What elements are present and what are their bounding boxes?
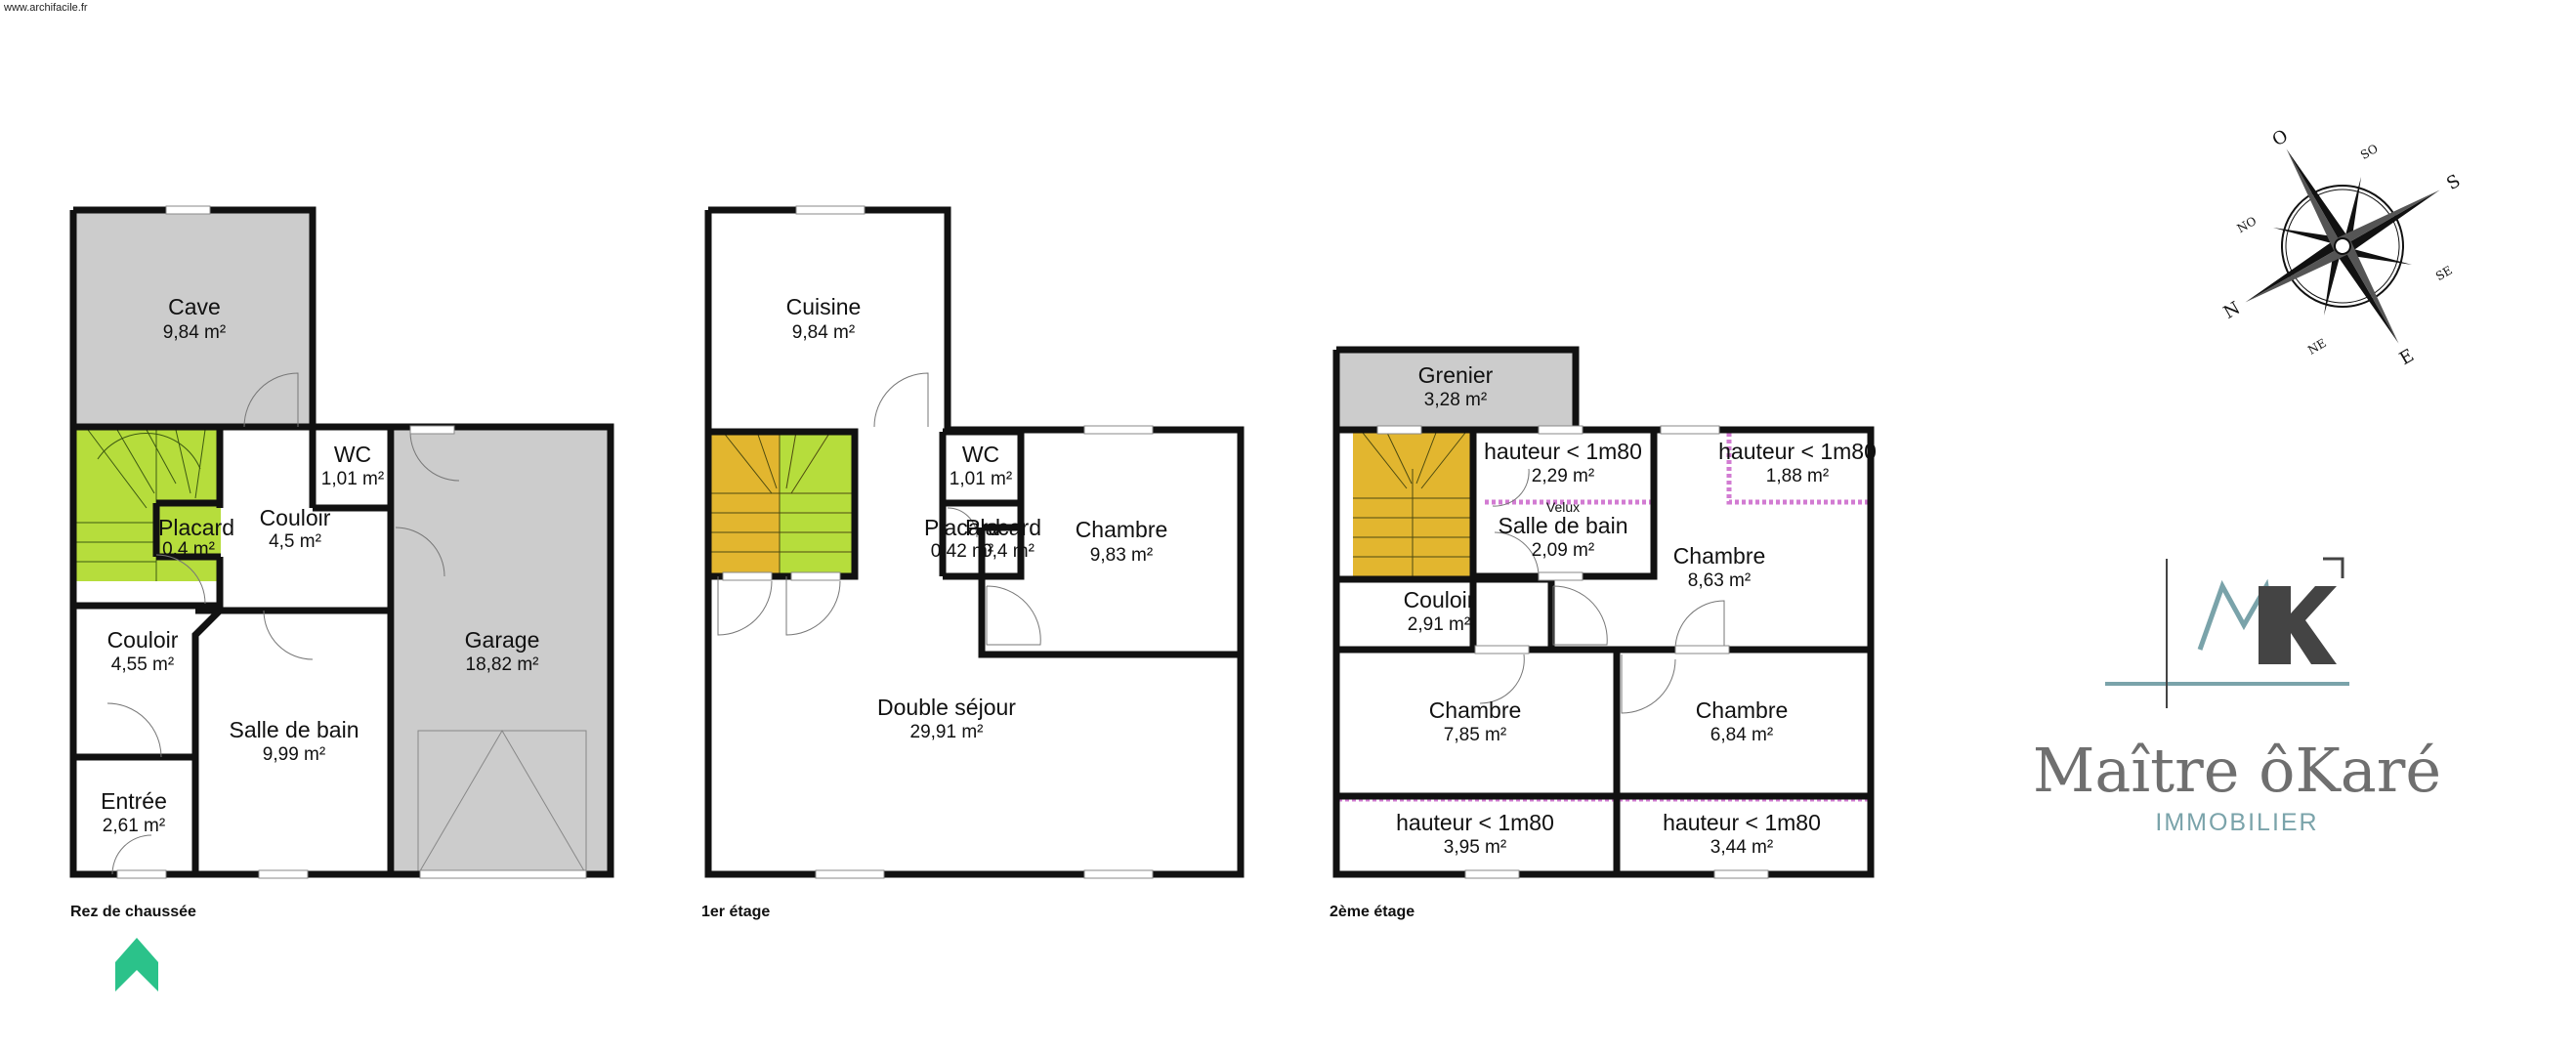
windows-ground — [116, 205, 587, 879]
staircase-second — [1353, 432, 1473, 579]
room-name: hauteur < 1m80 — [1484, 439, 1642, 464]
level-ground-floor: Cave 9,84 m² WC 1,01 m² Placard 0,4 m² C… — [69, 205, 614, 879]
room-area: 9,83 m² — [1090, 545, 1153, 566]
level-label-second: 2ème étage — [1330, 904, 1415, 920]
room-area: 3,44 m² — [1710, 837, 1773, 858]
room-name: Placard — [924, 515, 1000, 540]
room-fill-grenier — [1336, 350, 1576, 430]
level-label-ground: Rez de chaussée — [70, 904, 196, 920]
room-name: hauteur < 1m80 — [1718, 439, 1877, 464]
room-name: hauteur < 1m80 — [1663, 810, 1821, 835]
windows-second — [1376, 425, 1769, 879]
room-area: 1,88 m² — [1766, 466, 1829, 486]
room-area: 8,63 m² — [1688, 570, 1751, 591]
room-name: Garage — [465, 627, 540, 653]
room-fill-cave — [73, 210, 313, 427]
compass-sw: SE — [2433, 264, 2455, 284]
windows-first — [722, 205, 1154, 879]
room-name: Couloir — [107, 627, 179, 653]
room-area: 29,91 m² — [910, 722, 984, 742]
room-name: Chambre — [1076, 517, 1168, 542]
room-name: Couloir — [260, 505, 331, 530]
room-labels-first: Cuisine 9,84 m² WC 1,01 m² Placard 0,42 … — [786, 294, 1168, 742]
room-area: 4,5 m² — [269, 531, 321, 552]
compass-e: S — [2443, 171, 2464, 194]
velux-note: Velux — [1546, 499, 1580, 515]
north-arrow-icon — [115, 938, 158, 992]
walls-first — [704, 206, 1245, 878]
doors-second — [1479, 468, 1725, 714]
level-first-floor: Cuisine 9,84 m² WC 1,01 m² Placard 0,42 … — [704, 205, 1245, 879]
compass-ne: NO — [2235, 214, 2259, 235]
room-labels-second: Grenier 3,28 m² hauteur < 1m80 2,29 m² h… — [1396, 362, 1877, 858]
room-area: 6,84 m² — [1710, 725, 1773, 745]
room-area: 1,01 m² — [321, 469, 384, 489]
room-area: 9,99 m² — [263, 744, 325, 765]
room-name: Chambre — [1696, 697, 1789, 723]
room-name: Placard — [158, 515, 234, 540]
doors-ground — [106, 372, 460, 875]
low-ceiling-hatching — [1338, 433, 1871, 802]
compass-n: O — [2269, 126, 2292, 151]
room-name: Grenier — [1418, 362, 1494, 388]
walls-ground — [69, 206, 614, 878]
staircase-first — [711, 431, 853, 576]
room-area: 0,4 m² — [982, 541, 1035, 562]
compass-nw: NE — [2305, 336, 2329, 358]
room-name: Salle de bain — [1499, 513, 1628, 538]
room-labels-ground: Cave 9,84 m² WC 1,01 m² Placard 0,4 m² C… — [101, 294, 539, 836]
room-name: WC — [962, 442, 999, 467]
room-area: 2,61 m² — [103, 816, 165, 836]
compass-w: N — [2220, 298, 2244, 323]
room-name: Cave — [168, 294, 221, 319]
room-area: 2,91 m² — [1408, 614, 1470, 635]
room-area: 7,85 m² — [1444, 725, 1506, 745]
room-area: 3,95 m² — [1444, 837, 1506, 858]
room-name: WC — [334, 442, 371, 467]
room-name: Chambre — [1673, 543, 1766, 569]
compass-s: E — [2396, 346, 2418, 370]
source-watermark: www.archifacile.fr — [4, 2, 88, 14]
doors-first — [717, 372, 1041, 646]
room-name: Placard — [965, 515, 1041, 540]
room-area: 9,84 m² — [163, 322, 226, 343]
room-area: 9,84 m² — [792, 322, 855, 343]
compass-se: SO — [2358, 142, 2381, 162]
logo-subtitle: IMMOBILIER — [2155, 809, 2319, 836]
room-area: 4,55 m² — [111, 654, 174, 675]
room-area: 0,4 m² — [162, 539, 215, 560]
room-name: Double séjour — [877, 695, 1016, 720]
room-area: 18,82 m² — [466, 654, 539, 675]
room-fill-garage — [395, 430, 610, 874]
compass-rose-icon: O E S N SO NE SE NO — [2220, 126, 2465, 370]
room-area: 3,28 m² — [1424, 390, 1487, 410]
room-area: 0,42 m² — [931, 541, 993, 562]
room-name: Salle de bain — [230, 717, 359, 742]
level-second-floor: Grenier 3,28 m² hauteur < 1m80 2,29 m² h… — [1332, 346, 1877, 879]
room-name: Entrée — [101, 788, 167, 814]
room-name: hauteur < 1m80 — [1396, 810, 1554, 835]
logo-name: Maître ôKaré — [2032, 735, 2442, 806]
level-label-first: 1er étage — [701, 904, 771, 920]
room-name: Couloir — [1404, 587, 1475, 612]
room-area: 2,29 m² — [1532, 466, 1594, 486]
room-area: 2,09 m² — [1532, 540, 1594, 561]
room-name: Cuisine — [786, 294, 862, 319]
room-name: Chambre — [1429, 697, 1522, 723]
logo-monogram-icon — [2105, 557, 2349, 708]
room-area: 1,01 m² — [950, 469, 1012, 489]
